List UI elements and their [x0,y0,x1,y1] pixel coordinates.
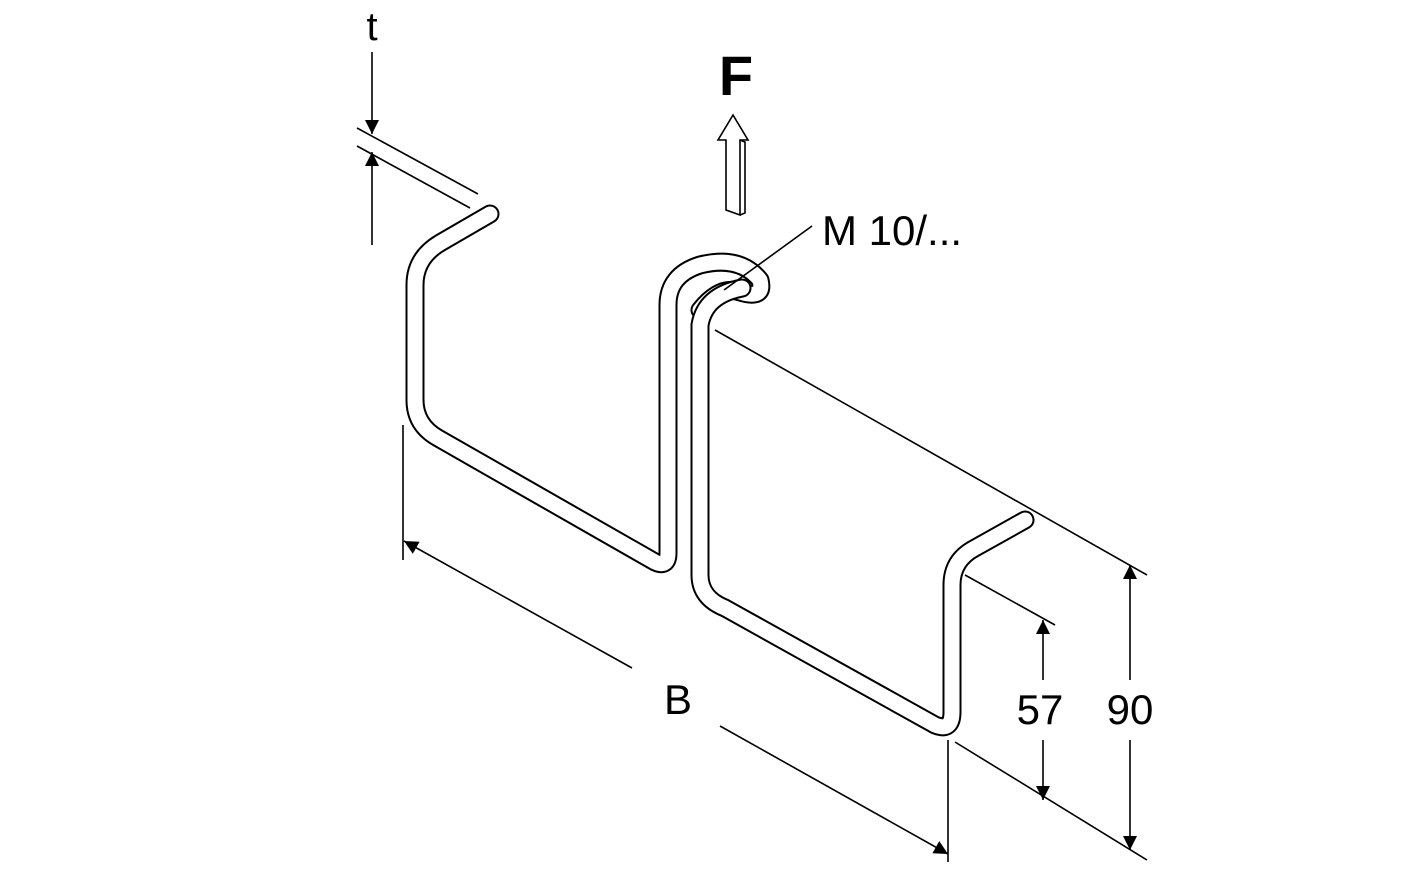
wire-clip [405,204,1035,737]
width-dimension: B [403,540,949,855]
width-label: B [664,676,692,723]
force-arrow: F [716,44,753,217]
force-label: F [719,44,753,107]
thickness-label: t [366,5,377,49]
extension-lines [356,127,1148,862]
inner-height-dimension: 57 [1017,620,1064,800]
thread-label: M 10/... [822,207,962,254]
inner-height-label: 57 [1017,686,1064,733]
outer-height-label: 90 [1107,686,1154,733]
thickness-dimension: t [365,5,379,245]
thread-callout: M 10/... [723,207,962,291]
outer-height-dimension: 90 [1107,565,1154,850]
